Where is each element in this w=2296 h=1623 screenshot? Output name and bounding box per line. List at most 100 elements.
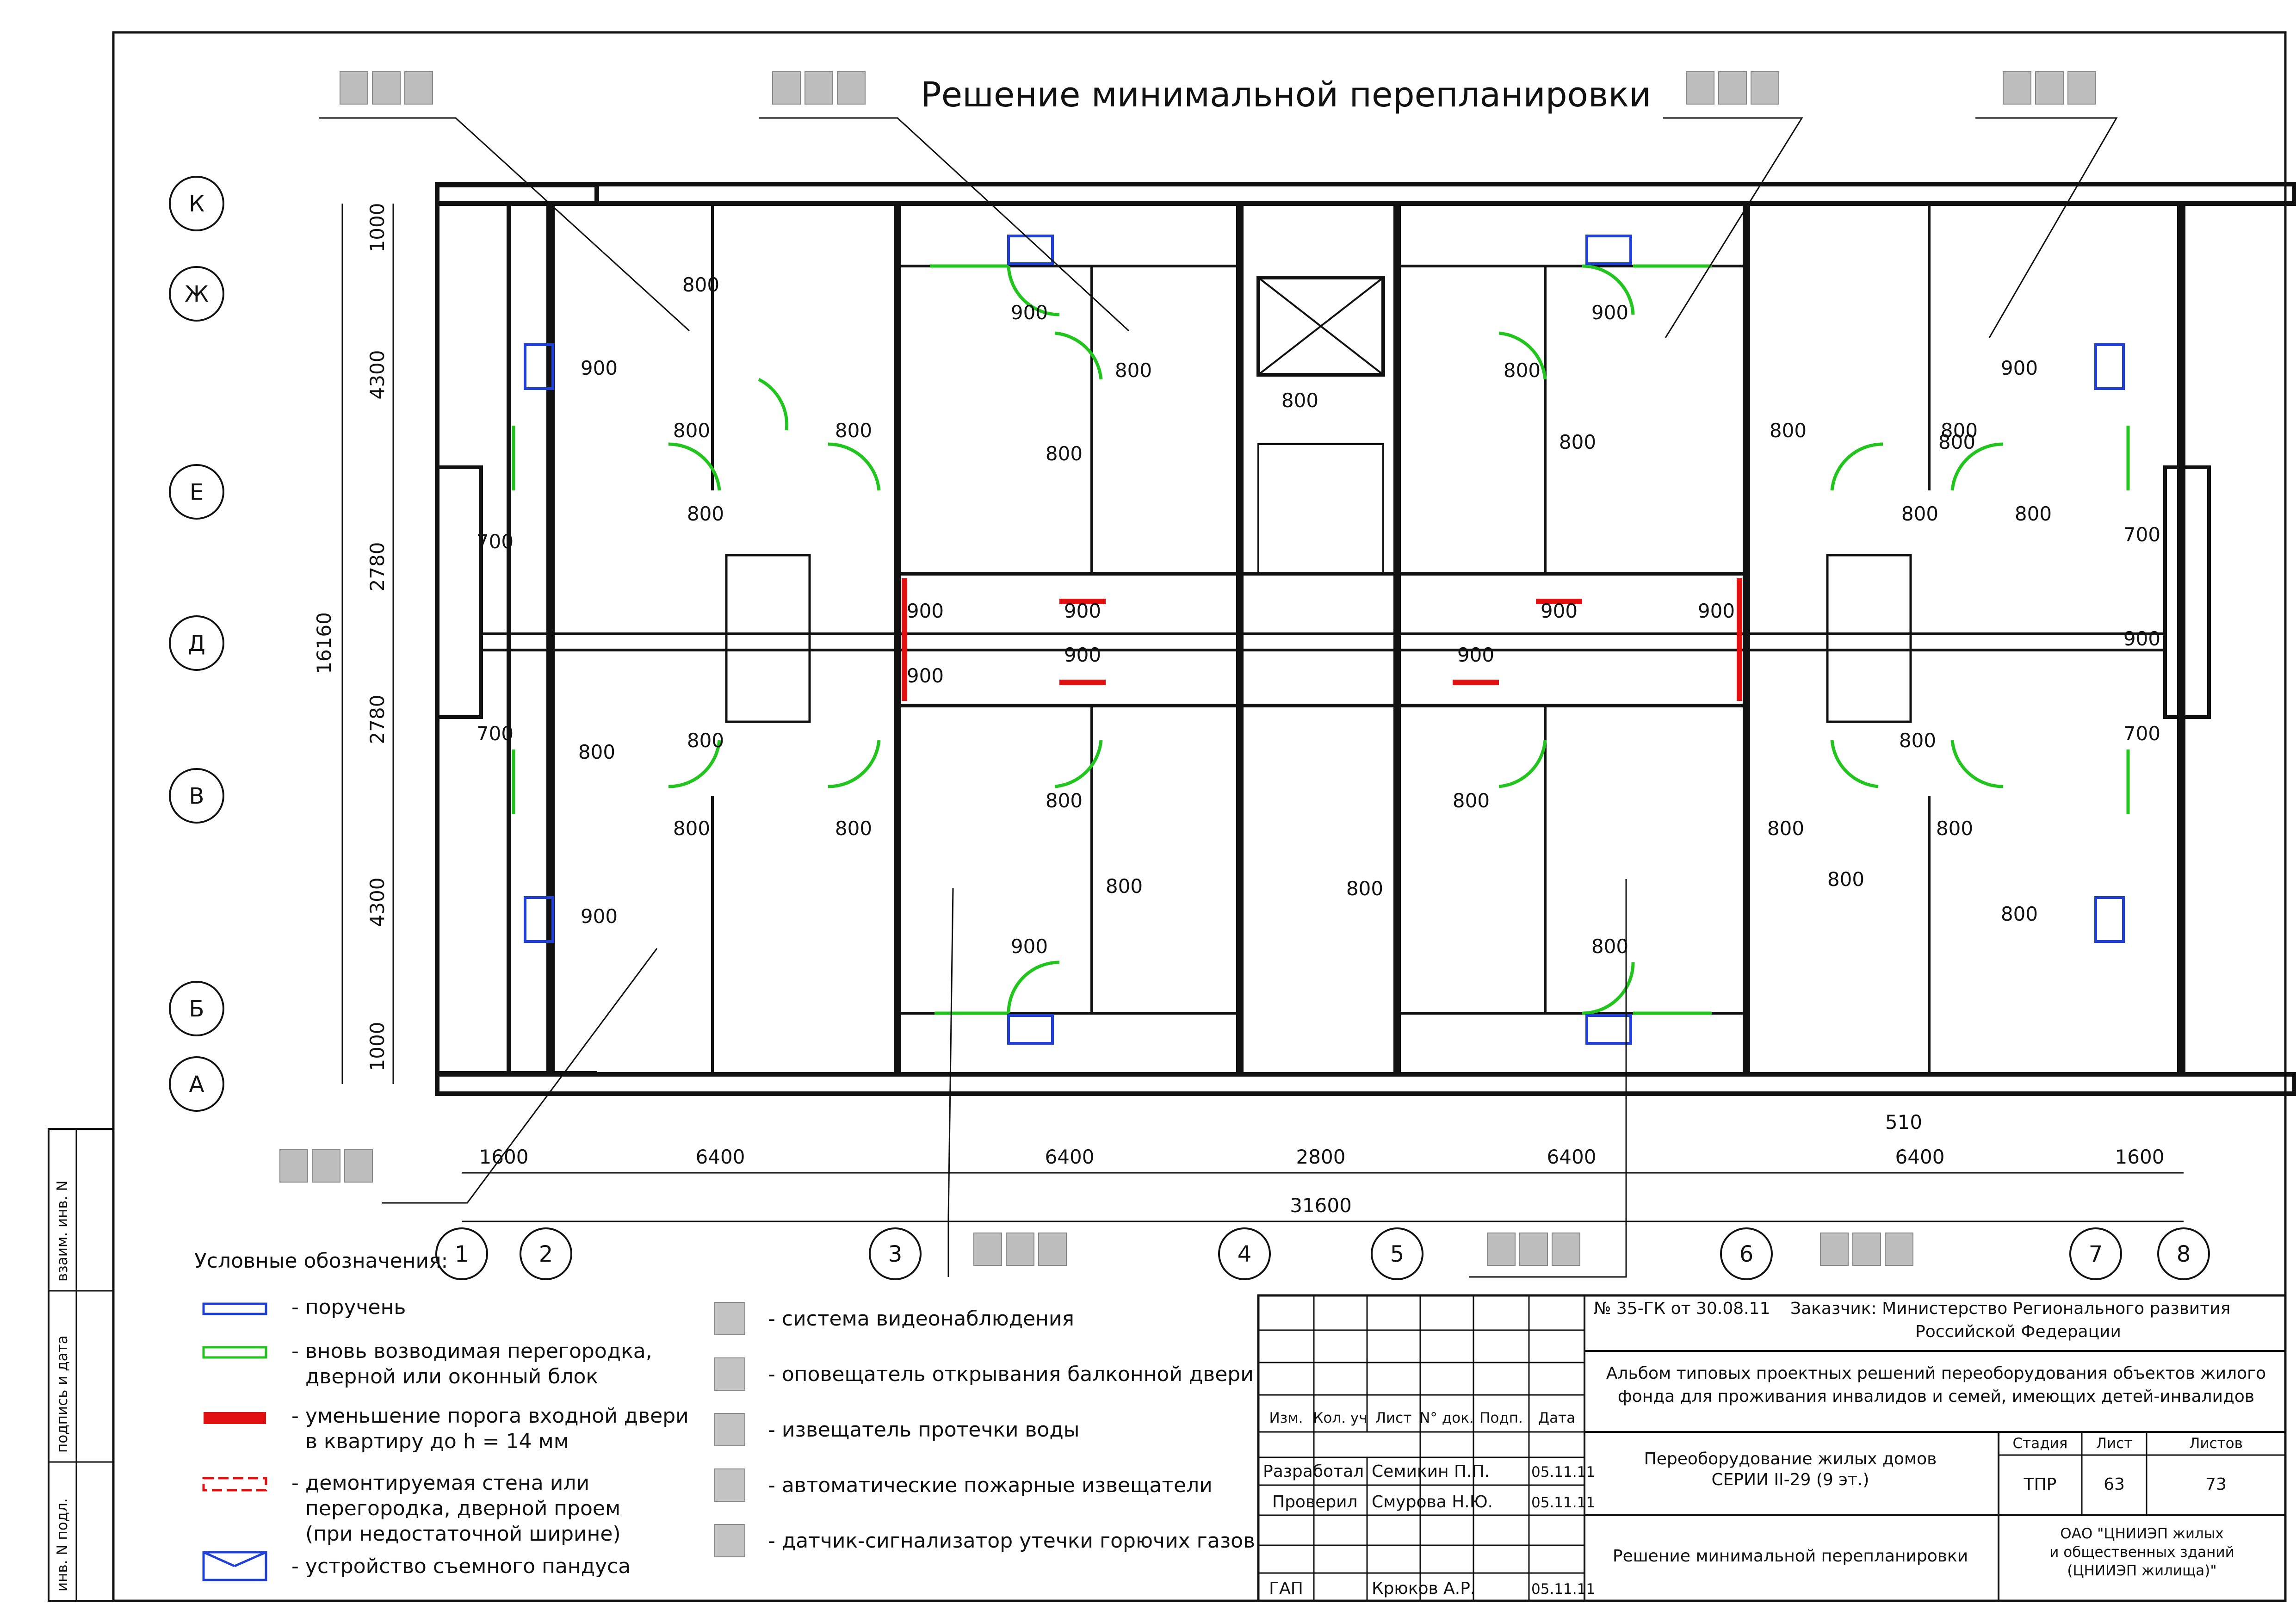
- door-label: 800: [1281, 389, 1318, 412]
- dimension-label: 1600: [2115, 1146, 2165, 1168]
- axis-label: 2: [539, 1241, 553, 1267]
- door-label: 800: [1827, 868, 1864, 891]
- door-label: 800: [835, 419, 872, 442]
- person-name: Крюков А.Р.: [1372, 1579, 1475, 1598]
- legend-new-partition-swatch: [202, 1346, 267, 1359]
- legend-heading: Условные обозначения:: [194, 1249, 448, 1273]
- dimension-labels-left: 1000 4300 2780 2780 4300 1000 16160: [313, 203, 389, 1072]
- dimension-lines-bottom: [462, 1172, 2184, 1222]
- title-block: [1257, 1294, 2287, 1602]
- door-label: 800: [1770, 419, 1807, 442]
- axis-label: 5: [1390, 1241, 1405, 1267]
- legend-icon-item: - система видеонаблюдения: [768, 1307, 1074, 1331]
- dimension-label: 1000: [366, 1022, 389, 1072]
- person-name: Смурова Н.Ю.: [1372, 1493, 1493, 1511]
- dimension-total: 16160: [313, 612, 335, 674]
- axis-label: 7: [2089, 1241, 2103, 1267]
- door-label: 800: [1046, 442, 1083, 465]
- door-label: 800: [1941, 419, 1978, 442]
- bell-icon: [714, 1357, 745, 1391]
- stage-label: Стадия: [2013, 1435, 2068, 1452]
- legend-demolition-swatch: [202, 1477, 267, 1492]
- title-block-text: № 35-ГК от 30.08.11 Заказчик: Министерст…: [1263, 1299, 2266, 1598]
- legend-item: - вновь возводимая перегородка,: [291, 1339, 652, 1363]
- door-label: 800: [1559, 431, 1596, 453]
- new-partitions: [512, 264, 2130, 1015]
- dimension-label: 2780: [366, 542, 389, 592]
- org-name: (ЦНИИЭП жилища)": [2067, 1562, 2216, 1579]
- dimension-total: 31600: [1290, 1194, 1352, 1217]
- axis-label: 3: [888, 1241, 903, 1267]
- axis-label: 8: [2177, 1241, 2191, 1267]
- axis-label: К: [189, 191, 204, 217]
- project-title: Переоборудование жилых домов: [1644, 1450, 1937, 1468]
- axis-label: Д: [188, 631, 205, 657]
- legend-item: - демонтируемая стена или: [291, 1471, 589, 1495]
- door-labels: 900 800 800 800 800 700 800 900 800 800 …: [477, 273, 2160, 1134]
- door-label: 900: [1591, 301, 1628, 324]
- column-header: Подп.: [1479, 1410, 1523, 1426]
- door-label: 800: [682, 273, 719, 296]
- door-label: 900: [1457, 644, 1494, 666]
- role: Проверил: [1272, 1493, 1358, 1511]
- sensor-icon-group: [340, 71, 368, 105]
- column-header: Лист: [1375, 1410, 1412, 1426]
- door-label: 700: [477, 722, 514, 745]
- fire-detector-icon: [714, 1468, 745, 1502]
- door-label: 900: [1011, 301, 1048, 324]
- door-label: 800: [2015, 502, 2052, 525]
- sheets-value: 73: [2205, 1475, 2227, 1494]
- thresholds: [902, 578, 1742, 701]
- door-label: 800: [1591, 935, 1628, 958]
- legend-handrail-swatch: [202, 1302, 267, 1315]
- legend: Условные обозначения: - поручень - вновь…: [194, 1249, 1255, 1581]
- dimension-lines-left: [341, 204, 394, 1084]
- legend-item: - устройство съемного пандуса: [291, 1555, 631, 1578]
- column-header: Изм.: [1269, 1410, 1303, 1426]
- sensor-icon-group: [1487, 1233, 1516, 1266]
- dimension-label: 6400: [1895, 1146, 1945, 1168]
- ramps: [524, 235, 2125, 1045]
- sheet-title: Решение минимальной перепланировки: [1613, 1547, 1968, 1566]
- door-label: 900: [1698, 600, 1735, 622]
- legend-icons: [714, 1302, 745, 1557]
- sign-date: 05.11.11: [1531, 1494, 1595, 1511]
- dimension-label: 1000: [366, 203, 389, 253]
- door-label: 800: [1899, 729, 1936, 752]
- sensor-icon-group: [2003, 71, 2031, 105]
- door-label: 800: [673, 419, 710, 442]
- project-title: СЕРИИ II-29 (9 эт.): [1712, 1470, 1869, 1489]
- door-label: 800: [687, 502, 724, 525]
- door-label: 800: [1901, 502, 1938, 525]
- camera-icon: [714, 1302, 745, 1335]
- side-stamp: взаим. инв. N подпись и дата инв. N подл…: [48, 1128, 114, 1602]
- door-label: 800: [835, 817, 872, 840]
- axis-label: А: [189, 1072, 204, 1097]
- legend-item: в квартиру до h = 14 мм: [305, 1430, 569, 1453]
- legend-item: перегородка, дверной проем: [305, 1497, 620, 1520]
- door-label: 900: [1064, 644, 1101, 666]
- door-label: 510: [1885, 1111, 1922, 1134]
- legend-item: дверной или оконный блок: [305, 1365, 598, 1388]
- person-name: Семикин П.П.: [1372, 1462, 1490, 1481]
- legend-item: - уменьшение порога входной двери: [291, 1404, 689, 1428]
- column-header: Дата: [1538, 1410, 1575, 1426]
- axis-label: Б: [189, 996, 204, 1022]
- role: Разработал: [1263, 1462, 1364, 1481]
- legend-threshold-swatch: [204, 1412, 266, 1424]
- legend-ramp-swatch: [202, 1551, 267, 1581]
- contract-number: № 35-ГК от 30.08.11: [1594, 1299, 1770, 1318]
- side-stamp-item: инв. N подл.: [54, 1498, 71, 1592]
- dimension-label: 4300: [366, 350, 389, 400]
- sensor-icon-group: [1820, 1233, 1849, 1266]
- door-label: 800: [1346, 877, 1383, 900]
- sign-date: 05.11.11: [1531, 1464, 1595, 1481]
- dimension-label: 4300: [366, 878, 389, 927]
- door-label: 800: [673, 817, 710, 840]
- side-stamp-item: подпись и дата: [54, 1335, 71, 1453]
- org-name: и общественных зданий: [2049, 1544, 2234, 1561]
- door-label: 800: [578, 741, 615, 763]
- legend-item: (при недостаточной ширине): [305, 1522, 621, 1546]
- door-label: 900: [1064, 600, 1101, 622]
